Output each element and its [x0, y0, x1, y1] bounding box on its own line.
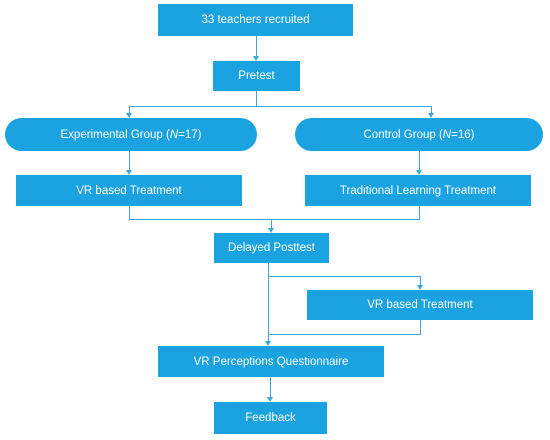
arrowhead — [126, 113, 132, 118]
connector-line — [129, 219, 420, 220]
connector-line — [268, 263, 269, 341]
recruited-box: 33 teachers recruited — [158, 4, 353, 36]
pretest-box: Pretest — [213, 61, 300, 91]
experimental-group-box: Experimental Group (N=17) — [5, 118, 257, 151]
connector-line — [419, 151, 420, 170]
connector-line — [129, 151, 130, 170]
connector-line — [420, 276, 421, 285]
arrowhead — [268, 228, 274, 233]
arrowhead — [428, 113, 434, 118]
questionnaire-box: VR Perceptions Questionnaire — [158, 346, 384, 377]
control-group-box: Control Group (N=16) — [295, 118, 543, 151]
control-group-label: Control Group (N=16) — [363, 128, 475, 141]
recruited-label: 33 teachers recruited — [201, 14, 310, 26]
connector-line — [129, 106, 432, 107]
connector-line — [419, 206, 420, 219]
vr-treatment-control-box: VR based Treatment — [307, 290, 533, 320]
vr-treatment-label: VR based Treatment — [76, 184, 182, 197]
connector-line — [268, 334, 421, 335]
connector-line — [271, 219, 272, 228]
questionnaire-label: VR Perceptions Questionnaire — [193, 355, 349, 368]
arrowhead — [267, 397, 273, 402]
connector-line — [129, 106, 130, 113]
connector-line — [129, 206, 130, 219]
arrowhead — [417, 285, 423, 290]
vr-treatment-box: VR based Treatment — [16, 175, 242, 206]
experimental-group-label: Experimental Group (N=17) — [60, 128, 202, 141]
vr-treatment-control-label: VR based Treatment — [367, 299, 473, 311]
connector-line — [420, 320, 421, 334]
connector-line — [270, 377, 271, 397]
connector-line — [256, 91, 257, 106]
delayed-posttest-box: Delayed Posttest — [214, 233, 329, 263]
delayed-posttest-label: Delayed Posttest — [228, 242, 315, 254]
arrowhead — [126, 170, 132, 175]
connector-line — [431, 106, 432, 113]
pretest-label: Pretest — [238, 70, 275, 82]
arrowhead — [265, 341, 271, 346]
connector-line — [256, 36, 257, 56]
feedback-label: Feedback — [245, 412, 296, 424]
arrowhead — [253, 56, 259, 61]
arrowhead — [416, 170, 422, 175]
connector-line — [268, 276, 420, 277]
traditional-treatment-label: Traditional Learning Treatment — [339, 184, 497, 197]
feedback-box: Feedback — [214, 402, 327, 434]
traditional-treatment-box: Traditional Learning Treatment — [305, 175, 531, 206]
